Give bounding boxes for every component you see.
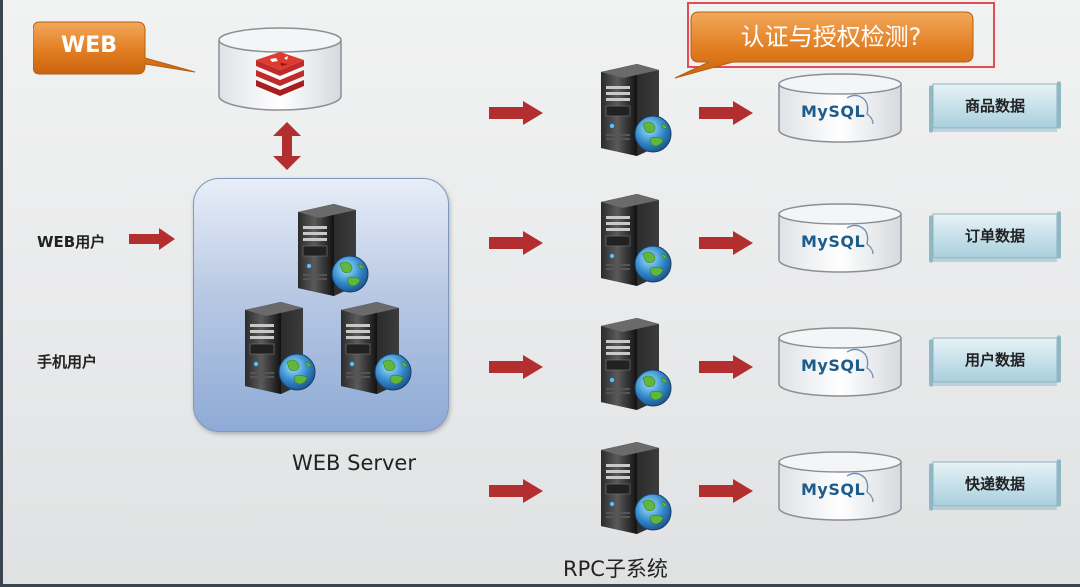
scroll-banner [929,81,1061,133]
arrow-to-rpc [489,101,543,125]
server-tower-icon [298,204,369,296]
scroll-banner [929,459,1061,511]
mobile-user-label: 手机用户 [37,353,98,371]
mysql-logo: MySQL [801,232,866,251]
mysql-logo: MySQL [801,480,866,499]
auth-callout-label: 认证与授权检测? [740,23,922,51]
web-user-label: WEB用户 [37,233,106,251]
arrow-to-rpc [489,355,543,379]
database-label: 快递数据 [964,475,1025,493]
server-tower-icon [601,194,672,286]
web-server-caption: WEB Server [292,451,416,475]
web-user-arrow [129,228,175,250]
scroll-banner [929,211,1061,263]
database-cylinder-icon [778,203,902,273]
server-tower-icon [341,302,412,394]
rpc-subsystem-caption: RPC子系统 [563,557,668,581]
database-cylinder-icon [778,451,902,521]
database-cylinder-icon [778,327,902,397]
database-label: 商品数据 [964,97,1025,115]
auth-callout [674,11,974,79]
server-tower-icon [601,442,672,534]
server-tower-icon [601,318,672,410]
database-label: 用户数据 [964,351,1025,369]
mysql-logo: MySQL [801,356,866,375]
web-callout-label: WEB [60,33,118,58]
arrow-to-database [699,355,753,379]
web-callout [33,21,196,75]
arrow-to-rpc [489,479,543,503]
arrow-to-database [699,231,753,255]
mysql-logo: MySQL [801,102,866,121]
redis-icon [256,52,304,96]
database-label: 订单数据 [964,227,1025,245]
highlight-box [687,2,995,68]
server-tower-icon [245,302,316,394]
arrow-to-database [699,479,753,503]
cache-sync-arrow [273,122,301,170]
scroll-banner [929,335,1061,387]
server-tower-icon [601,64,672,156]
database-cylinder-icon [778,73,902,143]
arrow-to-database [699,101,753,125]
arrow-to-rpc [489,231,543,255]
